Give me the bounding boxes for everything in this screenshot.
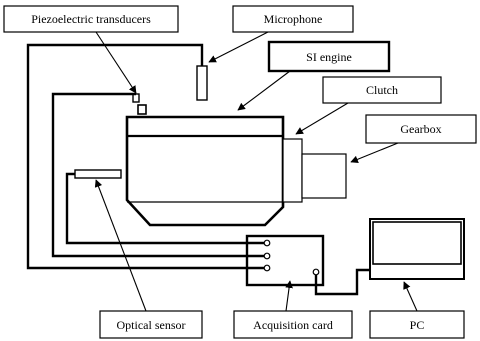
arrow-clutch — [295, 102, 349, 135]
cable-piezo — [51, 92, 264, 258]
input-port-1 — [263, 239, 271, 247]
cable-optical — [65, 172, 264, 245]
output-port — [312, 268, 320, 276]
arrow-piezo — [95, 31, 137, 94]
arrow-gearbox — [350, 142, 399, 163]
piezoelectric-transducers-text: Piezoelectric transducers — [31, 12, 151, 26]
pc-icon — [369, 218, 465, 280]
gearbox-text: Gearbox — [400, 122, 441, 136]
piezoelectric-sensor-icon — [132, 93, 147, 115]
label-clutch: Clutch — [322, 76, 442, 104]
engine-body — [125, 115, 285, 227]
arrow-pc — [403, 281, 418, 312]
label-optical-sensor: Optical sensor — [99, 310, 203, 339]
cable-acquisition-to-pc — [314, 268, 370, 296]
label-pc: PC — [369, 310, 465, 339]
arrow-acquisition-card — [285, 280, 293, 312]
arrow-microphone — [208, 31, 269, 63]
cable-microphone — [26, 43, 264, 270]
optical-sensor-icon — [74, 169, 122, 179]
clutch-housing — [282, 138, 303, 203]
arrow-optical-sensor — [94, 179, 147, 312]
acquisition-card-text: Acquisition card — [253, 318, 333, 332]
label-gearbox: Gearbox — [365, 114, 477, 144]
clutch-text: Clutch — [366, 83, 398, 97]
label-si-engine: SI engine — [267, 40, 391, 73]
label-acquisition-card: Acquisition card — [233, 310, 353, 339]
arrow-si-engine — [237, 70, 291, 111]
optical-sensor-text: Optical sensor — [117, 318, 186, 332]
input-port-3 — [263, 264, 271, 272]
label-microphone: Microphone — [232, 5, 354, 33]
label-piezoelectric-transducers: Piezoelectric transducers — [3, 5, 179, 33]
si-engine-text: SI engine — [306, 50, 352, 64]
microphone-icon — [196, 65, 208, 101]
leader-arrows — [94, 31, 418, 312]
signal-cables — [26, 43, 370, 296]
microphone-text: Microphone — [264, 12, 323, 26]
gearbox-body — [301, 153, 347, 199]
input-port-2 — [263, 252, 271, 260]
pc-text: PC — [410, 318, 425, 332]
